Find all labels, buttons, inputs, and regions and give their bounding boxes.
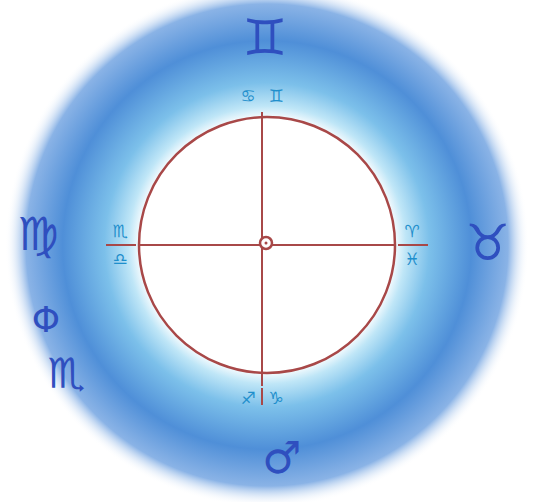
outer-sign: ♊: [243, 13, 288, 63]
inner-sign: ♏: [112, 223, 127, 240]
sun-center-dot: [265, 242, 268, 245]
outer-sign: ♏: [47, 353, 85, 395]
outer-sign: ♂: [262, 436, 301, 480]
horizontal-axis: [106, 244, 136, 246]
sun-center: [260, 237, 272, 249]
outer-sign: ♍: [17, 211, 58, 257]
horizontal-axis: [398, 244, 428, 246]
inner-sign: ♐: [240, 390, 255, 407]
outer-sign: Φ: [32, 302, 60, 338]
blue-aura: [5, 0, 529, 502]
inner-sign: ♎: [112, 251, 127, 268]
outer-sign: ♉: [466, 218, 511, 268]
inner-sign: ♋: [240, 88, 255, 105]
wheel-circle: [139, 117, 395, 373]
inner-sign: ♓: [404, 251, 419, 268]
vertical-axis: [261, 388, 263, 405]
inner-sign: ♑: [268, 390, 283, 407]
inner-sign: ♊: [268, 88, 283, 105]
inner-sign: ♈: [404, 223, 419, 240]
